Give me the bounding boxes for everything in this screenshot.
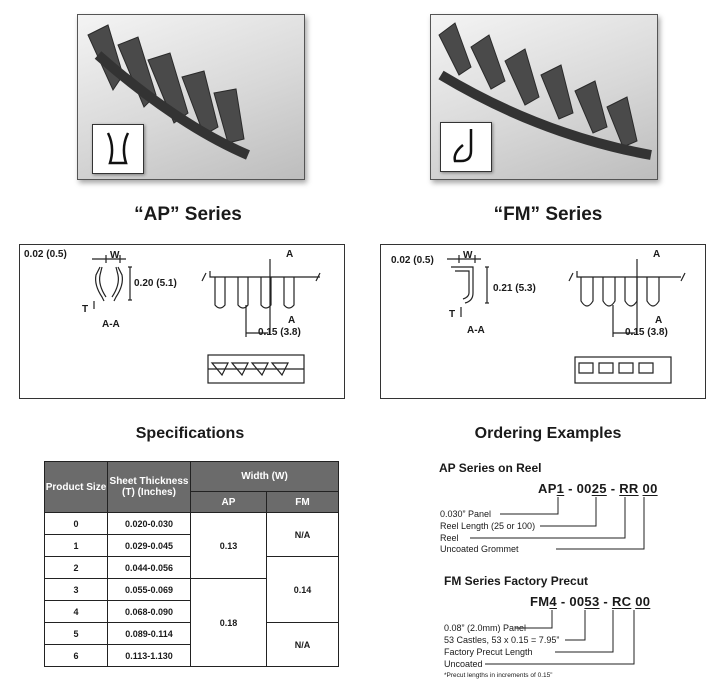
row-size: 1 [44, 534, 108, 557]
fm-item-castles: 53 Castles, 53 x 0.15 = 7.95” [444, 635, 560, 645]
row-thickness: 0.044-0.056 [107, 556, 191, 579]
fm-width-label: W [463, 250, 473, 261]
row-size: 6 [44, 644, 108, 667]
fm-order-code: FM4 - 0053 - RC 00 [530, 594, 650, 609]
ap-code-panel: 1 [556, 481, 565, 496]
fm-width-group-1: N/A [266, 512, 339, 557]
ap-code-sep1: - 00 [564, 481, 592, 496]
ap-height-label: 0.20 (5.1) [134, 278, 177, 289]
row-size: 4 [44, 600, 108, 623]
row-thickness: 0.055-0.069 [107, 578, 191, 601]
ap-item-reel: Reel [440, 533, 459, 543]
row-size: 0 [44, 512, 108, 535]
fm-code-sep2: - [599, 594, 612, 609]
fm-code-precut: RC [611, 594, 632, 609]
row-thickness: 0.029-0.045 [107, 534, 191, 557]
fm-section-label: A-A [467, 325, 485, 336]
fm-item-panel: 0.08” (2.0mm) Panel [444, 623, 527, 633]
fm-code-coating: 00 [635, 594, 651, 609]
ap-profile-icon [106, 132, 130, 165]
ap-series-photo [77, 14, 305, 180]
ap-leader-lines [470, 497, 645, 550]
fm-a-bottom-label: A [655, 315, 663, 326]
fm-code-castles: 53 [584, 594, 600, 609]
ordering-examples-title: Ordering Examples [474, 425, 622, 442]
fm-series-title: “FM” Series [493, 204, 603, 225]
fm-code-sep1: - 00 [556, 594, 585, 609]
fm-width-group-3: N/A [266, 622, 339, 667]
row-thickness: 0.020-0.030 [107, 512, 191, 535]
fm-grommet-image [438, 22, 652, 160]
fm-profile-icon [453, 129, 473, 163]
specifications-table: Product Size Sheet Thickness (T) (Inches… [44, 461, 339, 667]
row-size: 5 [44, 622, 108, 645]
fm-code-prefix: FM [530, 594, 550, 609]
ap-code-coating: 00 [642, 481, 658, 496]
fm-ordering-heading: FM Series Factory Precut [444, 574, 589, 588]
ap-code-length: 25 [591, 481, 607, 496]
header-fm: FM [266, 491, 339, 513]
ap-ordering-heading: AP Series on Reel [439, 461, 542, 475]
row-size: 3 [44, 578, 108, 601]
ap-t-label: T [82, 304, 89, 315]
ap-a-top-label: A [286, 249, 294, 260]
ap-section-label: A-A [102, 319, 120, 330]
ap-drawing [92, 255, 321, 384]
precut-note: *Precut lengths in increments of 0.15” [444, 672, 553, 679]
fm-profile-badge [440, 122, 492, 172]
fm-code-panel: 4 [549, 594, 557, 609]
header-width: Width (W) [190, 461, 339, 492]
row-thickness: 0.068-0.090 [107, 600, 191, 623]
ap-series-title: “AP” Series [134, 204, 242, 225]
ap-code-prefix: AP [538, 481, 557, 496]
fm-t-label: T [449, 309, 456, 320]
ap-width-group-1: 0.13 [190, 512, 267, 579]
fm-thickness-label: 0.02 (0.5) [391, 255, 434, 266]
fm-item-precut-length: Factory Precut Length [444, 647, 533, 657]
ap-code-reel: RR [619, 481, 639, 496]
ap-item-reel-length: Reel Length (25 or 100) [440, 521, 536, 531]
ap-code-sep2: - [606, 481, 620, 496]
ap-dimension-diagram: 0.02 (0.5) W 0.20 (5.1) T A-A A A 0.15 (… [19, 244, 345, 399]
ap-item-panel: 0.030” Panel [440, 509, 492, 519]
fm-drawing [447, 255, 686, 384]
fm-item-coating: Uncoated [444, 659, 483, 669]
ap-a-bottom-label: A [288, 315, 296, 326]
fm-a-top-label: A [653, 249, 661, 260]
ap-pitch-label: 0.15 (3.8) [258, 327, 301, 338]
fm-height-label: 0.21 (5.3) [493, 283, 536, 294]
specifications-title: Specifications [135, 425, 245, 442]
header-sheet-thickness: Sheet Thickness (T) (Inches) [107, 461, 191, 513]
ap-profile-badge [92, 124, 144, 174]
fm-width-group-2: 0.14 [266, 556, 339, 623]
ap-order-code: AP1 - 0025 - RR 00 [538, 481, 658, 496]
ap-thickness-label: 0.02 (0.5) [24, 249, 67, 260]
header-ap: AP [190, 491, 267, 513]
row-thickness: 0.113-1.130 [107, 644, 191, 667]
header-product-size: Product Size [44, 461, 108, 513]
ap-width-label: W [110, 250, 120, 261]
fm-pitch-label: 0.15 (3.8) [625, 327, 668, 338]
row-thickness: 0.089-0.114 [107, 622, 191, 645]
ap-item-coating: Uncoated Grommet [440, 544, 519, 554]
ap-grommet-image [87, 24, 250, 160]
fm-leader-lines [485, 610, 635, 665]
fm-series-photo [430, 14, 658, 180]
fm-dimension-diagram: 0.02 (0.5) W 0.21 (5.3) T A-A A A 0.15 (… [380, 244, 706, 399]
ap-width-group-2: 0.18 [190, 578, 267, 667]
row-size: 2 [44, 556, 108, 579]
